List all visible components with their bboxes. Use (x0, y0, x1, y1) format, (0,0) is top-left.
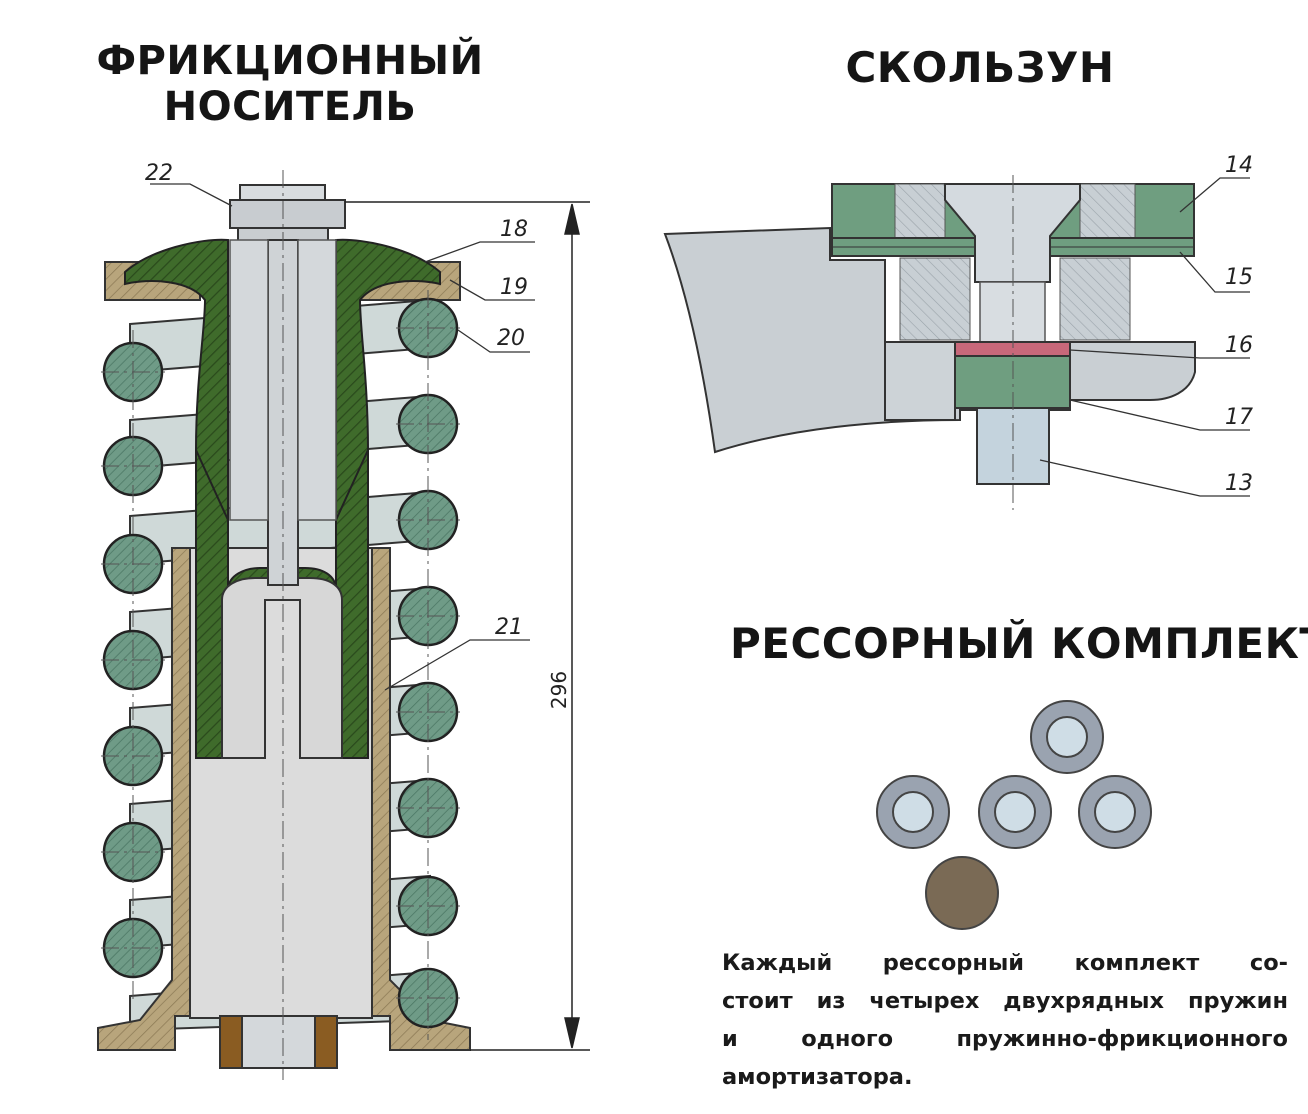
part-label-13: 13 (1225, 471, 1253, 496)
leader-lines (150, 183, 535, 691)
slider-body-left (899, 257, 971, 341)
nut-22 (229, 199, 346, 229)
double-row-spring-top (1030, 700, 1104, 774)
double-row-spring-right (1078, 775, 1152, 849)
plunger-cavity (221, 577, 343, 759)
bottom-bushing-right (314, 1015, 338, 1069)
bottom-rod (241, 1015, 316, 1069)
part-label-21: 21 (495, 615, 523, 640)
spring-set-caption: Каждый рессорный комплект со- стоит из ч… (722, 944, 1288, 1096)
part-label-17: 17 (1225, 405, 1253, 430)
spring-set-title: РЕССОРНЫЙ КОМПЛЕКТ (730, 619, 1308, 668)
slider-leader-lines (1039, 177, 1250, 497)
dimension-296 (345, 201, 590, 1051)
housing-cylinder-right (371, 547, 471, 1051)
slider-title: СКОЛЬЗУН (845, 43, 1115, 92)
part-label-18: 18 (500, 217, 528, 242)
slider-body-right (1059, 257, 1131, 341)
nut-cap (239, 184, 326, 201)
caption-line-2: стоит из четырех двухрядных пружин (722, 988, 1288, 1014)
rod-sleeve (229, 239, 269, 521)
friction-wedge-right (335, 238, 441, 759)
friction-carrier-drawing: 296 22 18 19 20 21 (97, 161, 590, 1080)
slider-cap-hatch-right (1079, 183, 1136, 239)
rod-sleeve-right (297, 239, 337, 521)
double-row-spring-left (876, 775, 950, 849)
part-label-16: 16 (1225, 333, 1253, 358)
part-label-15: 15 (1225, 265, 1253, 290)
countersunk-bolt (944, 183, 1081, 283)
friction-wedge-left (124, 238, 229, 759)
slider-guide-block (884, 341, 956, 421)
part-label-14: 14 (1225, 153, 1253, 178)
caption-line-1: Каждый рессорный комплект со- (722, 950, 1288, 976)
part-label-20: 20 (497, 326, 525, 351)
friction-carrier-title-line1: ФРИКЦИОННЫЙ (96, 38, 484, 84)
part-label-22: 22 (145, 161, 173, 186)
caption-line-4: амортизатора. (722, 1064, 913, 1090)
dimension-296-label: 296 (547, 671, 571, 709)
spring-set-diagram (876, 700, 1152, 930)
part-label-19: 19 (500, 275, 528, 300)
friction-damper-circle (925, 856, 999, 930)
slider-drawing: 14 15 16 17 13 (663, 153, 1253, 510)
caption-line-3: и одного пружинно-фрикционного (722, 1026, 1288, 1052)
friction-carrier-title: ФРИКЦИОННЫЙ НОСИТЕЛЬ (70, 38, 510, 130)
double-row-spring-center (978, 775, 1052, 849)
bottom-bushing-left (219, 1015, 243, 1069)
slider-cap-hatch-left (894, 183, 946, 239)
friction-carrier-title-line2: НОСИТЕЛЬ (163, 84, 417, 130)
